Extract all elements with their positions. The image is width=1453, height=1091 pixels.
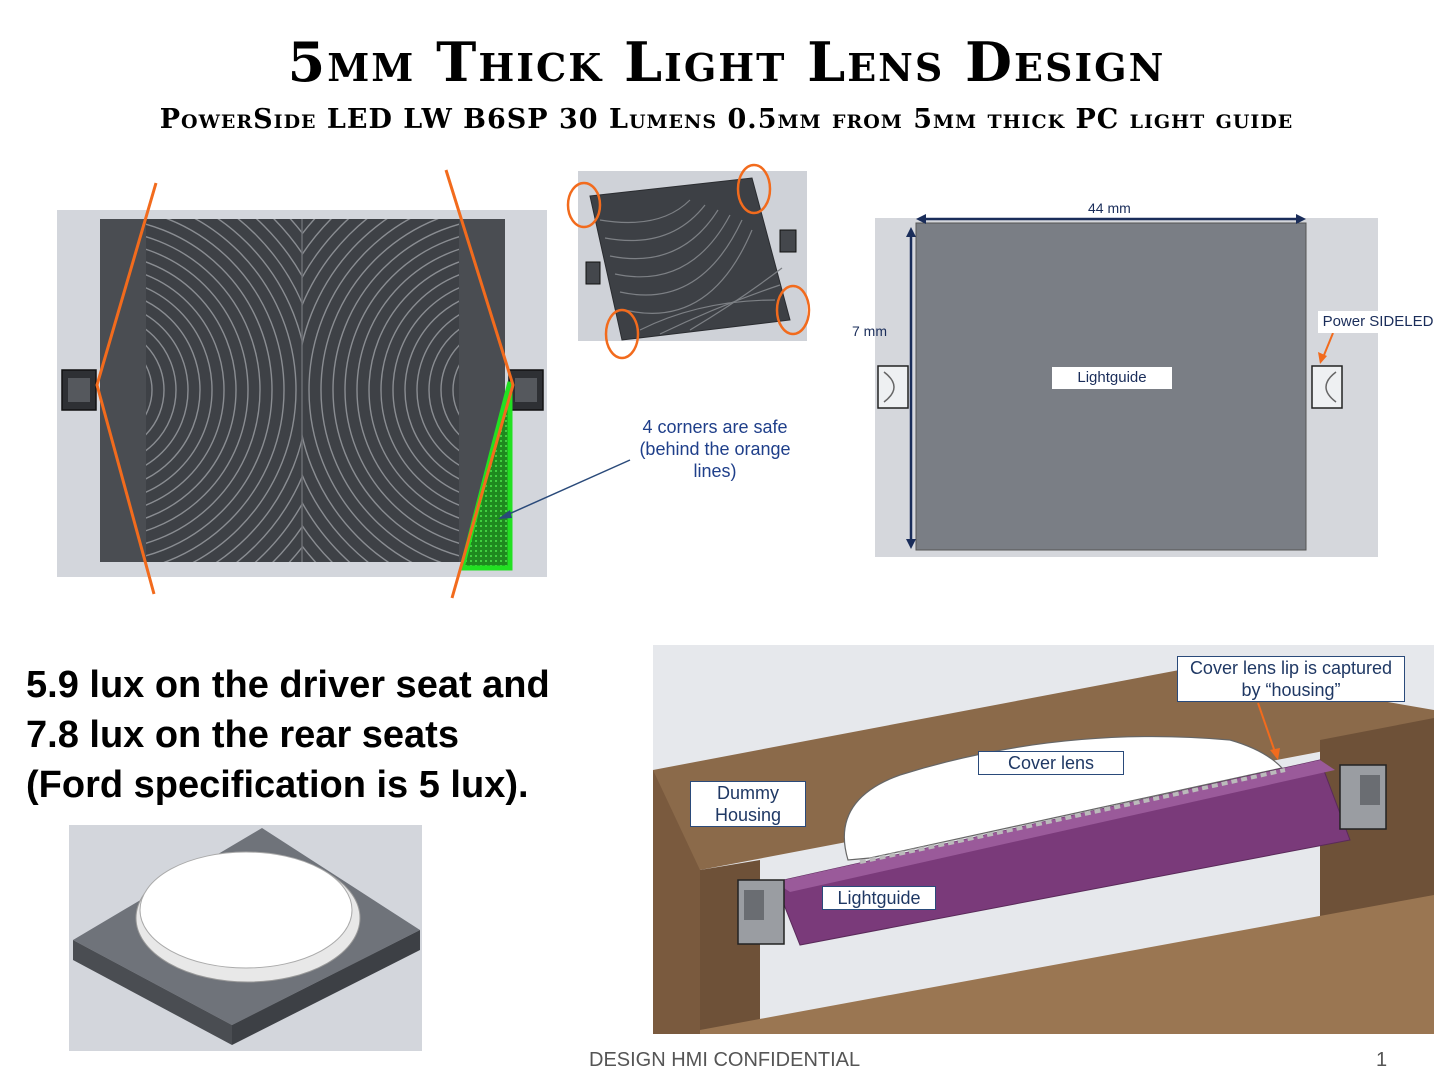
- width-dimension-label: 44 mm: [1088, 200, 1131, 216]
- slide-title: 5mm Thick Light Lens Design: [287, 30, 1166, 94]
- sideled-right: [1311, 365, 1343, 409]
- assembly-lightguide-label: Lightguide: [822, 886, 936, 910]
- lightguide-label: Lightguide: [1052, 367, 1172, 389]
- orange-boundary-lines: [95, 169, 515, 599]
- cover-lens-dome: [139, 851, 353, 969]
- height-dimension-label: 7 mm: [852, 323, 887, 339]
- safe-corners-note: 4 corners are safe (behind the orange li…: [639, 417, 791, 481]
- iso-background: [578, 171, 807, 341]
- led-connector-right: [508, 369, 544, 411]
- safe-corner-highlight: [458, 381, 513, 571]
- led-connector-left: [61, 369, 97, 411]
- grooved-area: [146, 219, 459, 562]
- cover-base-top: [73, 828, 420, 1025]
- sideled-left: [877, 365, 909, 409]
- cover-base-front: [73, 940, 232, 1045]
- page-number: 1: [1376, 1049, 1388, 1071]
- light-guide-body: [100, 219, 505, 562]
- led-right-assembly: [1339, 764, 1387, 830]
- lightguide-bar: [774, 759, 1351, 946]
- housing-left-wall: [700, 860, 760, 1030]
- housing-floor: [653, 895, 1434, 1034]
- iso-plate: [589, 177, 791, 341]
- housing-back-wall: [1320, 718, 1434, 930]
- assembly-background: [653, 645, 1434, 1034]
- grooves-left: [146, 219, 302, 562]
- cover-lens-label: Cover lens: [978, 751, 1124, 775]
- power-sideled-label: Power SIDELED: [1318, 311, 1438, 333]
- footer-confidential: DESIGN HMI CONFIDENTIAL: [589, 1049, 861, 1071]
- orange-corner-circles: [566, 163, 811, 360]
- cover-base-side: [232, 930, 420, 1045]
- cover-lens-rim: [135, 853, 361, 983]
- dummy-housing-label: Dummy Housing: [690, 781, 806, 827]
- slide-subtitle: PowerSide LED LW B6SP 30 Lumens 0.5mm fr…: [159, 104, 1294, 135]
- cover-lip-label: Cover lens lip is captured by “housing”: [1177, 656, 1405, 702]
- cover-background: [69, 825, 422, 1051]
- grooves-right: [302, 219, 459, 562]
- lux-results: 5.9 lux on the driver seat and 7.8 lux o…: [26, 664, 550, 806]
- figure-background: [57, 210, 547, 577]
- led-left-assembly: [737, 879, 785, 945]
